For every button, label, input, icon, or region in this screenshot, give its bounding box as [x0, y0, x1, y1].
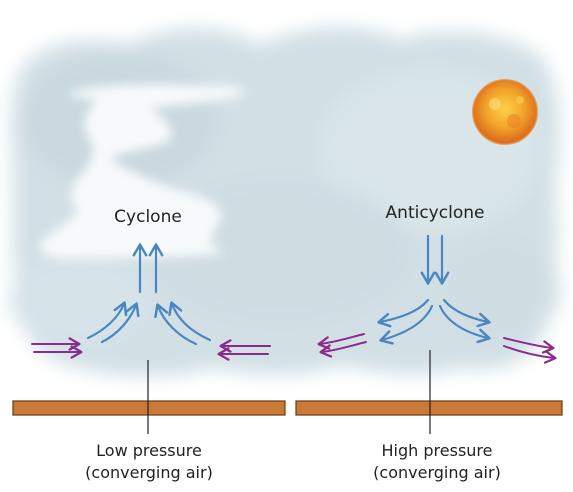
cyclone-converging-arrows	[86, 301, 212, 346]
converge-arrow-4	[154, 303, 198, 346]
diverge-arrow-3	[442, 298, 491, 328]
anticyclone-label: Anticyclone	[385, 203, 485, 223]
outflow-right-2	[503, 345, 557, 364]
low-pressure-line2: (converging air)	[85, 463, 213, 482]
high-pressure-line2: (converging air)	[373, 463, 501, 482]
diverge-arrow-2	[379, 304, 434, 345]
outflow-left-2	[319, 341, 367, 358]
converge-arrow-3	[168, 301, 212, 342]
diverge-arrow-4	[438, 304, 491, 344]
converge-arrow-2	[100, 302, 140, 344]
diverge-arrow-1	[377, 298, 430, 328]
low-pressure-line1: Low pressure	[96, 441, 202, 460]
outflow-left-1	[317, 333, 365, 350]
cyclone-cloud	[40, 84, 244, 258]
cyclone-surface-inflow	[31, 337, 271, 361]
cyclone-label: Cyclone	[114, 207, 182, 227]
anticyclone-sinking-arrows	[420, 234, 450, 285]
high-pressure-caption: High pressure (converging air)	[356, 440, 518, 484]
cyclone-rising-arrows	[132, 243, 164, 294]
converge-arrow-1	[86, 301, 128, 340]
ground-right	[295, 400, 563, 416]
outflow-right-1	[503, 337, 555, 354]
high-pressure-line1: High pressure	[381, 441, 493, 460]
ground-left	[12, 400, 286, 416]
sun-icon	[472, 79, 538, 145]
anticyclone-surface-outflow	[317, 333, 557, 364]
anticyclone-diverging-arrows	[377, 298, 491, 345]
low-pressure-caption: Low pressure (converging air)	[68, 440, 230, 484]
